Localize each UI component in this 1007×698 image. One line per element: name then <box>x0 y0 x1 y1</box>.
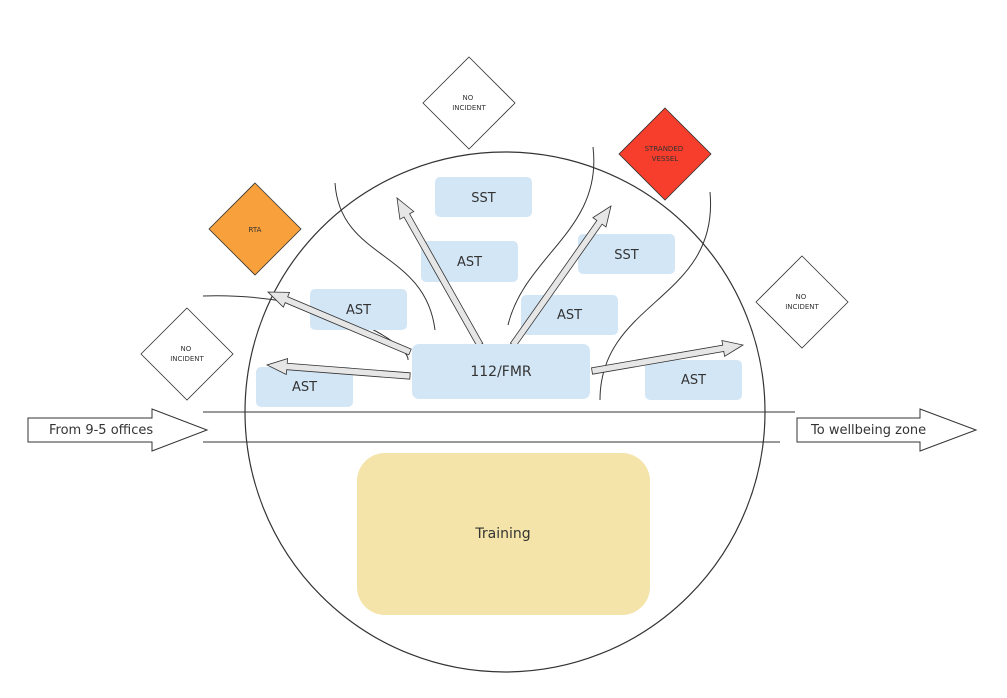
incident-no-incident-top: NO INCIDENT <box>422 56 516 150</box>
incident-diamond <box>208 182 302 276</box>
incident-rta: RTA <box>208 182 302 276</box>
incident-no-incident-left: NO INCIDENT <box>140 307 234 401</box>
flow-out-arrow: To wellbeing zone <box>796 408 978 452</box>
incident-label-line: STRANDED <box>645 145 684 153</box>
dispatch-arrow <box>509 205 612 348</box>
incident-label: STRANDED VESSEL <box>645 145 686 163</box>
box-label: SST <box>614 248 639 263</box>
flow-in-label: From 9-5 offices <box>49 423 153 438</box>
incident-label: NO INCIDENT <box>452 94 486 112</box>
zone-curve <box>507 146 595 326</box>
incident-diamond <box>618 107 712 201</box>
box-label: SST <box>471 191 496 206</box>
incident-label-line: INCIDENT <box>452 104 486 112</box>
dispatch-arrow <box>267 291 412 356</box>
incident-label-line: VESSEL <box>652 155 679 163</box>
dispatch-arrows <box>265 197 745 380</box>
incident-stranded-vessel: STRANDED VESSEL <box>618 107 712 201</box>
incident-label-line: NO <box>463 94 474 102</box>
box-shape <box>578 234 675 274</box>
box-shape <box>435 177 532 217</box>
box-ast-right: AST <box>645 360 742 400</box>
incident-label-line: RTA <box>249 226 262 234</box>
box-label: AST <box>457 255 482 270</box>
flow-out-shape <box>796 408 978 452</box>
box-ast-left-lower: AST <box>256 367 353 407</box>
box-sst-top: SST <box>435 177 532 217</box>
hub-112-fmr: 112/FMR <box>412 344 590 399</box>
incident-label: RTA <box>249 226 262 234</box>
box-ast-center: AST <box>421 241 518 282</box>
dispatch-arrow <box>591 339 745 375</box>
incident-label-line: NO <box>181 345 192 353</box>
hub-label: 112/FMR <box>470 364 532 380</box>
box-label: AST <box>292 380 317 395</box>
dispatch-arrow <box>396 197 484 348</box>
incident-label-line: NO <box>796 293 807 301</box>
box-label: AST <box>346 303 371 318</box>
box-sst-right: SST <box>578 234 675 274</box>
dispatch-arrow <box>265 358 411 380</box>
incident-diamond <box>755 255 849 349</box>
incident-diamond <box>140 307 234 401</box>
flow-in-shape <box>27 408 209 452</box>
box-shape <box>645 360 742 400</box>
training-label: Training <box>474 526 530 542</box>
training-area: Training <box>357 453 650 615</box>
flow-in-arrow: From 9-5 offices <box>27 408 209 452</box>
box-shape <box>256 367 353 407</box>
incident-label-line: INCIDENT <box>170 355 204 363</box>
incident-no-incident-right: NO INCIDENT <box>755 255 849 349</box>
incident-label: NO INCIDENT <box>785 293 819 311</box>
box-label: AST <box>681 373 706 388</box>
training-box <box>357 453 650 615</box>
incident-label-line: INCIDENT <box>785 303 819 311</box>
incident-diamond <box>422 56 516 150</box>
zone-curve <box>334 182 436 331</box>
box-ast-left-upper: AST <box>310 289 407 330</box>
box-shape <box>421 241 518 282</box>
hub-box <box>412 344 590 399</box>
incident-label: NO INCIDENT <box>170 345 204 363</box>
flow-out-label: To wellbeing zone <box>810 423 926 438</box>
box-label: AST <box>557 308 582 323</box>
